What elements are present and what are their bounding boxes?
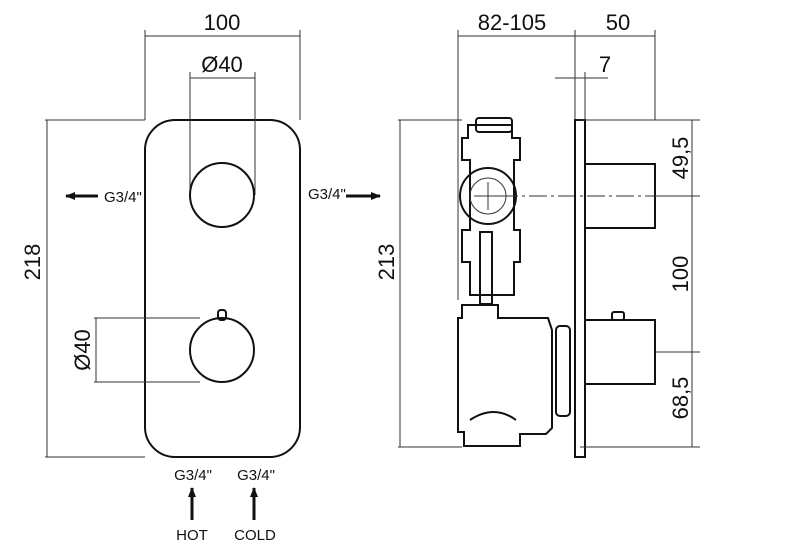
side-fitting bbox=[555, 325, 571, 417]
outlet-thread-right: G3/4" bbox=[308, 186, 346, 203]
hot-thread-label: G3/4" bbox=[174, 467, 212, 484]
top-fitting bbox=[475, 117, 513, 133]
cold-thread-label: G3/4" bbox=[237, 467, 275, 484]
outlet-thread-left: G3/4" bbox=[104, 189, 142, 206]
knob-indicator bbox=[217, 309, 227, 321]
depth-dimension: 82-105 bbox=[478, 10, 547, 35]
plate-thickness-dimension: 7 bbox=[599, 52, 611, 77]
knob-diameter-left: Ø40 bbox=[70, 329, 95, 371]
cover-plate-side bbox=[574, 119, 586, 458]
bottom-knob-side bbox=[584, 319, 656, 385]
knob-indicator-side bbox=[611, 311, 625, 321]
knob-depth-dimension: 50 bbox=[606, 10, 630, 35]
top-offset-dimension: 49,5 bbox=[668, 137, 693, 180]
bottom-offset-dimension: 68,5 bbox=[668, 377, 693, 420]
bottom-fitting bbox=[469, 411, 517, 421]
height-dimension: 218 bbox=[20, 244, 45, 281]
valve-body-lower bbox=[457, 304, 553, 447]
width-dimension: 100 bbox=[204, 10, 241, 35]
side-view: 82-105 50 7 213 G3/4" bbox=[308, 10, 700, 458]
cold-label: COLD bbox=[234, 527, 276, 544]
valve-body-upper bbox=[461, 124, 521, 296]
front-view: 100 Ø40 Ø40 218 G3/4" G3/4" G3/4" HOT CO… bbox=[20, 10, 301, 544]
knob-diameter-top: Ø40 bbox=[201, 52, 243, 77]
cover-plate bbox=[144, 119, 301, 458]
body-height-dimension: 213 bbox=[374, 244, 399, 281]
knob-spacing-dimension: 100 bbox=[668, 256, 693, 293]
bottom-knob bbox=[189, 317, 255, 383]
top-knob bbox=[189, 162, 255, 228]
hot-label: HOT bbox=[176, 527, 208, 544]
